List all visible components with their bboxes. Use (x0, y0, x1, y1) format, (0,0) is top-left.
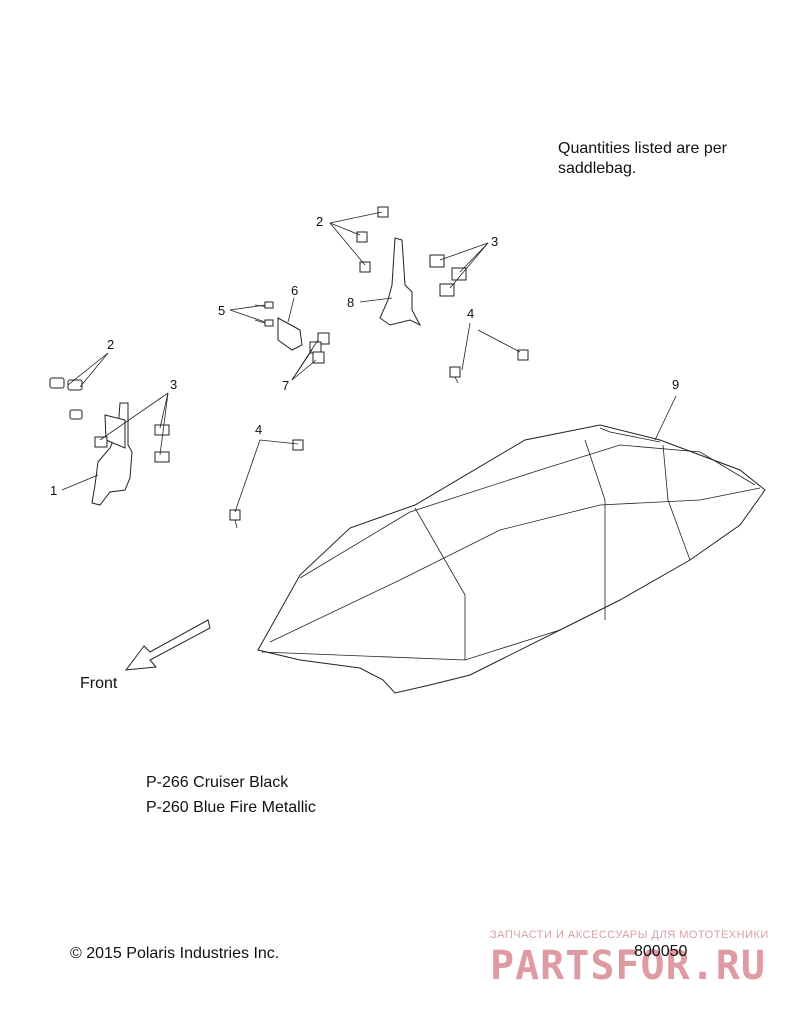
callout-6: 6 (291, 283, 299, 298)
callout-9: 9 (672, 377, 680, 392)
callout-2-left: 2 (107, 337, 115, 352)
paint-code-1: P-266 Cruiser Black (146, 774, 289, 791)
callout-3-left: 3 (170, 377, 178, 392)
callout-1: 1 (50, 483, 58, 498)
copyright: © 2015 Polaris Industries Inc. (70, 945, 280, 962)
fasteners-middle (254, 301, 330, 364)
front-label: Front (80, 675, 118, 692)
callout-2-upper: 2 (316, 214, 324, 229)
callout-4-right: 4 (467, 306, 475, 321)
watermark-tagline: ЗАПЧАСТИ И АКСЕССУАРЫ ДЛЯ МОТОТЕХНИКИ (490, 929, 769, 941)
quantities-note: Quantities listed are per saddlebag. (558, 140, 727, 177)
screws-item-4 (229, 349, 529, 529)
paint-code-2: P-260 Blue Fire Metallic (146, 799, 316, 816)
callout-4-left: 4 (255, 422, 263, 437)
bracket-upper (356, 206, 467, 327)
callout-8: 8 (347, 295, 355, 310)
bracket-left (91, 402, 133, 506)
callout-3-upper: 3 (491, 234, 499, 249)
callout-leaders (61, 211, 677, 513)
callout-7: 7 (282, 378, 290, 393)
front-arrow (124, 619, 211, 671)
saddlebag-body (257, 424, 766, 694)
figure-number: 800050 (634, 943, 688, 960)
callout-5: 5 (218, 303, 226, 318)
watermark-logo: PARTSFOR.RU (490, 943, 766, 989)
